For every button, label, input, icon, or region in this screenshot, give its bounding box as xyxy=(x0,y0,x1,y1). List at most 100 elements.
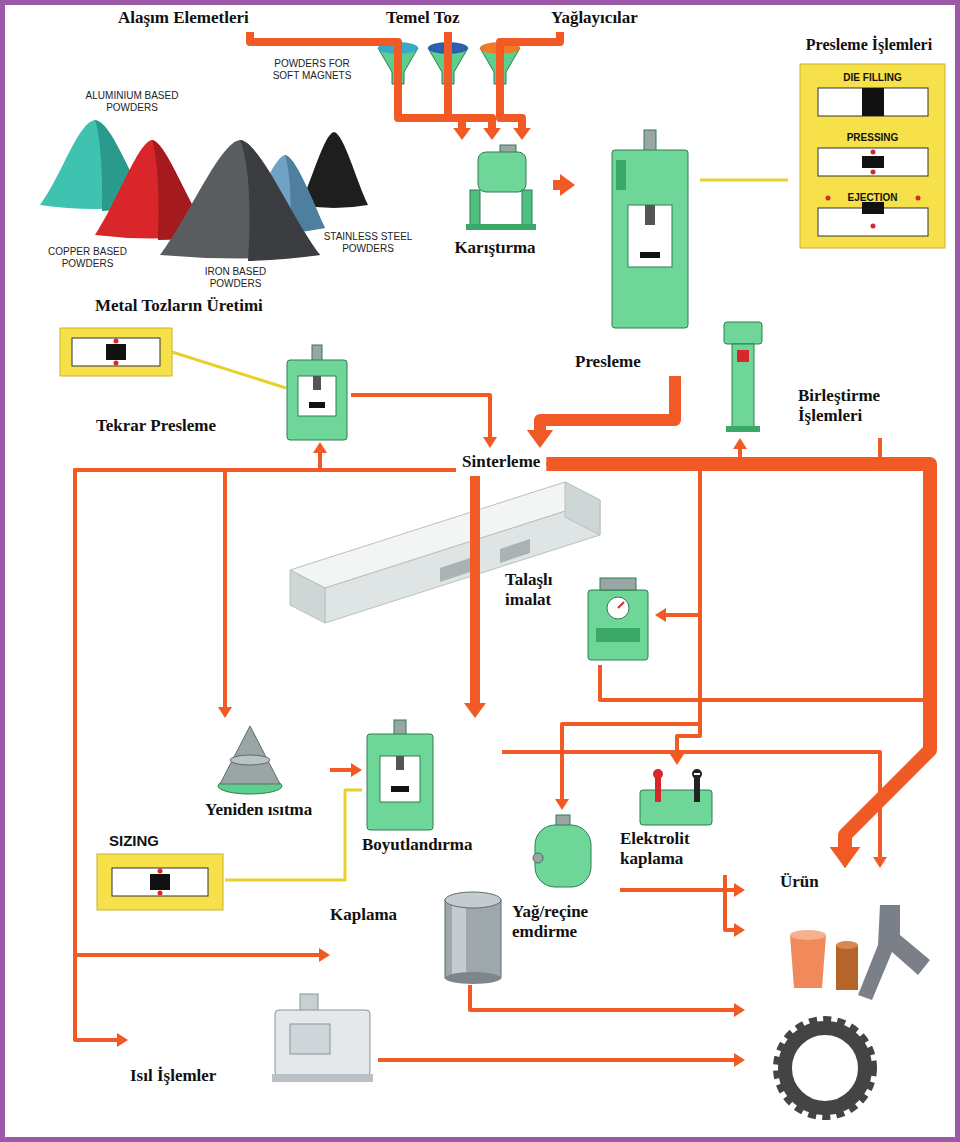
connector-line xyxy=(500,32,560,130)
connector-line xyxy=(620,888,736,892)
arrow-head xyxy=(527,430,553,448)
flow-arrow xyxy=(378,1053,745,1067)
connector-line xyxy=(546,464,930,851)
arrow-head xyxy=(117,1033,128,1047)
arrow-head xyxy=(319,948,330,962)
powder-label: ALUMINIUM BASED POWDERS xyxy=(82,90,182,114)
process-station: Yağ/reçine emdirme xyxy=(512,810,620,950)
station-label: Presleme İşlemleri xyxy=(788,36,950,55)
connector-line xyxy=(502,752,880,859)
flow-arrow xyxy=(464,476,486,718)
connector-line xyxy=(540,376,675,434)
arrow-head xyxy=(513,128,531,140)
flow-arrow xyxy=(250,32,471,140)
flow-arrow xyxy=(546,464,930,868)
powder-label: STAINLESS STEEL POWDERS xyxy=(318,231,418,255)
process-station: Elektrolit kaplama xyxy=(620,765,738,875)
arrow-head xyxy=(873,857,887,868)
flow-arrow xyxy=(500,32,560,140)
station-label: Elektrolit kaplama xyxy=(620,829,725,869)
flow-arrow xyxy=(448,32,501,140)
station-label: Tekrar Presleme xyxy=(96,416,216,436)
flow-arrow xyxy=(838,438,930,868)
flow-arrow xyxy=(527,376,675,448)
flow-arrow xyxy=(546,464,700,765)
hopper-label: Yağlayıcılar xyxy=(545,4,644,32)
station-label: Yeniden ısıtma xyxy=(205,800,312,820)
arrow-head xyxy=(733,438,747,449)
station-label: Temel Toz xyxy=(386,8,460,28)
process-station: Birleştirme İşlemleri xyxy=(720,320,920,438)
connector-line xyxy=(448,32,492,130)
powder-label: IRON BASED POWDERS xyxy=(188,266,283,290)
connector-line xyxy=(546,464,700,756)
arrow-head xyxy=(838,857,852,868)
sizing-panel xyxy=(97,854,223,910)
station-label: Isıl İşlemler xyxy=(130,1066,216,1086)
process-station: Kaplama xyxy=(330,885,505,985)
product-group: Ürün xyxy=(745,868,940,1123)
arrow-head xyxy=(734,1003,745,1017)
connector-line xyxy=(845,438,930,859)
process-station: Presleme xyxy=(575,120,700,376)
flow-arrow xyxy=(75,470,456,962)
connector-line xyxy=(470,985,736,1010)
sintering-furnace xyxy=(290,482,600,623)
sizing-machine xyxy=(367,720,433,830)
connector-line xyxy=(700,179,788,182)
coating-cylinder xyxy=(445,892,501,984)
connector-line xyxy=(320,451,456,470)
process-station: Boyutlandırma xyxy=(362,718,502,860)
arrow-head xyxy=(453,128,471,140)
powder-label: POWDERS FOR SOFT MAGNETS xyxy=(262,58,362,82)
flow-arrow xyxy=(330,763,362,777)
powder-label: COPPER BASED POWDERS xyxy=(40,246,135,270)
arrow-head xyxy=(555,799,569,810)
plating-tank xyxy=(640,769,712,825)
repress-callout xyxy=(60,328,286,388)
flow-arrow xyxy=(351,395,497,448)
station-label: Yağlayıcılar xyxy=(551,8,638,28)
machining-machine xyxy=(588,578,648,660)
arrow-head xyxy=(218,707,232,718)
flow-arrow xyxy=(470,985,745,1017)
connector-line xyxy=(250,32,462,130)
impregnation-vessel xyxy=(533,815,591,887)
arrow-head xyxy=(483,437,497,448)
hopper-label: Alaşım Elemetleri xyxy=(112,4,255,32)
connector-line xyxy=(546,464,700,615)
arrow-head xyxy=(838,857,852,868)
arrow-head xyxy=(560,174,575,196)
arrow-head xyxy=(351,763,362,777)
station-label: Presleme xyxy=(575,352,641,372)
station-label: Ürün xyxy=(780,872,819,892)
arrow-head xyxy=(464,703,486,718)
connector-line xyxy=(75,470,456,955)
process-station: Isıl İşlemler xyxy=(128,990,378,1090)
hopper-label: Temel Toz xyxy=(380,4,466,32)
press-machine xyxy=(612,130,688,328)
flow-arrow xyxy=(725,875,745,937)
arrow-head xyxy=(670,754,684,765)
frame-border xyxy=(3,3,958,1140)
arrow-head xyxy=(734,1053,745,1067)
arrow-head xyxy=(734,923,745,937)
powder-piles xyxy=(40,120,368,261)
flow-arrow xyxy=(546,464,700,622)
station-label: Kaplama xyxy=(330,905,397,925)
connector-line xyxy=(330,768,353,772)
repress-machine xyxy=(287,345,347,440)
process-station: Karıştırma xyxy=(440,140,553,262)
heat-treatment-furnace xyxy=(272,994,373,1082)
callout-panel: SIZING xyxy=(95,830,225,914)
step-label: DIE FILLING xyxy=(800,72,945,84)
station-label: Boyutlandırma xyxy=(362,835,473,855)
connector-line xyxy=(351,395,490,439)
process-station: Tekrar Presleme xyxy=(96,345,351,442)
flow-arrow xyxy=(620,883,745,897)
step-label: PRESSING xyxy=(800,132,945,144)
station-label: Birleştirme İşlemleri xyxy=(798,386,916,426)
flow-arrow xyxy=(546,464,700,810)
arrow-head xyxy=(734,883,745,897)
